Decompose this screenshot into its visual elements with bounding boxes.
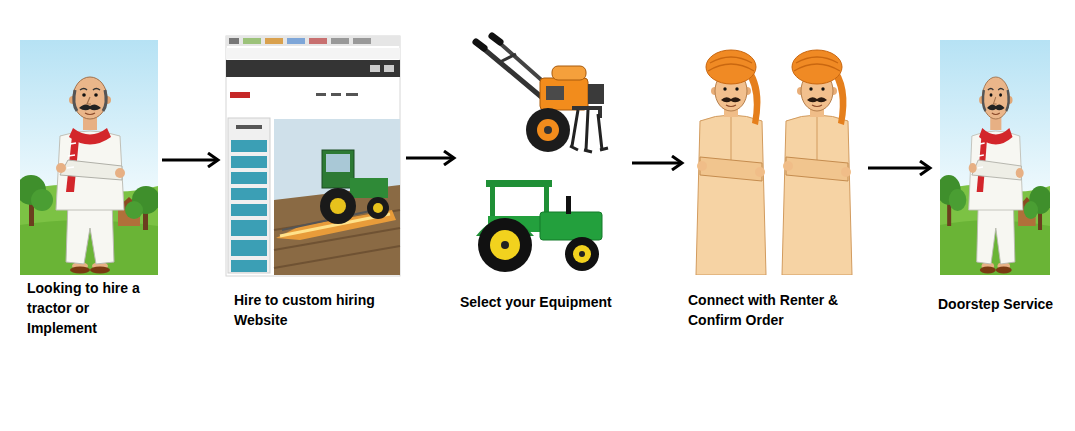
front-wheel [565, 237, 599, 271]
photo-sky [274, 119, 400, 275]
tab [331, 38, 349, 44]
exhaust [566, 196, 571, 214]
sidebar-button [231, 260, 267, 272]
wheel-hub [537, 119, 559, 141]
address-bar [226, 48, 400, 59]
nav-item [331, 93, 341, 96]
sidebar-button [231, 204, 267, 216]
wheel-hub [579, 251, 585, 257]
rear-wheel [478, 218, 532, 272]
tractor-wheel [320, 188, 356, 224]
tiller-picture [476, 36, 608, 152]
tractor-cab [322, 150, 354, 188]
step-caption: Doorstep Service [938, 294, 1070, 314]
tractor-wheel [367, 197, 389, 219]
tab-bar [226, 36, 400, 46]
wheel-hub [490, 230, 520, 260]
engine-part [588, 84, 604, 104]
flow-step: Hire to custom hiring Website [220, 36, 404, 336]
browser-window [226, 36, 400, 276]
tab [243, 38, 261, 44]
step-caption: Looking to hire a tractor or Implement [27, 278, 149, 338]
flow-step: Select your Equipment [456, 36, 630, 318]
tab [353, 38, 371, 44]
site-logo [230, 92, 250, 98]
tractor-picture [476, 180, 602, 272]
photo-field [274, 185, 400, 275]
band-button [370, 65, 380, 72]
step-caption: Select your Equipment [460, 292, 628, 312]
renter-figure [782, 50, 852, 275]
renter-figure [696, 50, 766, 275]
sidebar-button [231, 240, 267, 256]
band-button [384, 65, 394, 72]
wheel-hub [573, 245, 591, 263]
nav-item [316, 93, 326, 96]
farmer-picture [16, 40, 160, 275]
flow-step: Doorstep Service [932, 36, 1072, 320]
tractor-hood [540, 212, 602, 240]
flow-arrow [406, 157, 454, 160]
sidebar-buttons [231, 140, 267, 272]
wheel-hub [373, 203, 383, 213]
farmer-picture [937, 40, 1052, 275]
tab [287, 38, 305, 44]
tab [309, 38, 327, 44]
wheel-hub [501, 241, 509, 249]
flow-step: Looking to hire a tractor or Implement [20, 36, 160, 344]
sidebar-button [231, 140, 267, 152]
tines [572, 110, 602, 150]
flow-step: Connect with Renter & Confirm Order [684, 36, 866, 336]
sidebar-button [231, 156, 267, 168]
grip [476, 36, 500, 48]
tractor-hood [350, 178, 388, 198]
flow-arrow [162, 159, 218, 162]
website-screenshot [226, 36, 400, 276]
sidebar-button [231, 172, 267, 184]
cab-post [490, 186, 495, 220]
renter-picture [696, 50, 852, 275]
tiller-wheel [526, 108, 570, 152]
step-caption: Connect with Renter & Confirm Order [688, 290, 864, 330]
farmer-picture [16, 40, 160, 275]
sidebar-button [231, 188, 267, 200]
sidebar-heading [236, 125, 262, 129]
farmer-picture [937, 40, 1052, 275]
engine-part [546, 86, 564, 100]
flow-arrow [632, 162, 682, 165]
engine-body [540, 78, 588, 110]
flow-arrow [868, 167, 930, 170]
sidebar-button [231, 220, 267, 236]
sidebar [228, 118, 270, 273]
wheel-hub [330, 198, 346, 214]
tine-tips [570, 146, 608, 152]
handle-brace [500, 54, 516, 62]
dark-band [226, 60, 400, 77]
cab-window [326, 154, 350, 172]
tab [229, 38, 239, 44]
wheel-hub [544, 126, 552, 134]
cab-roof [486, 180, 552, 187]
connectors [162, 158, 930, 168]
step-caption: Hire to custom hiring Website [234, 290, 402, 330]
tab [265, 38, 283, 44]
nav-item [346, 93, 358, 96]
fuel-tank [552, 66, 586, 80]
